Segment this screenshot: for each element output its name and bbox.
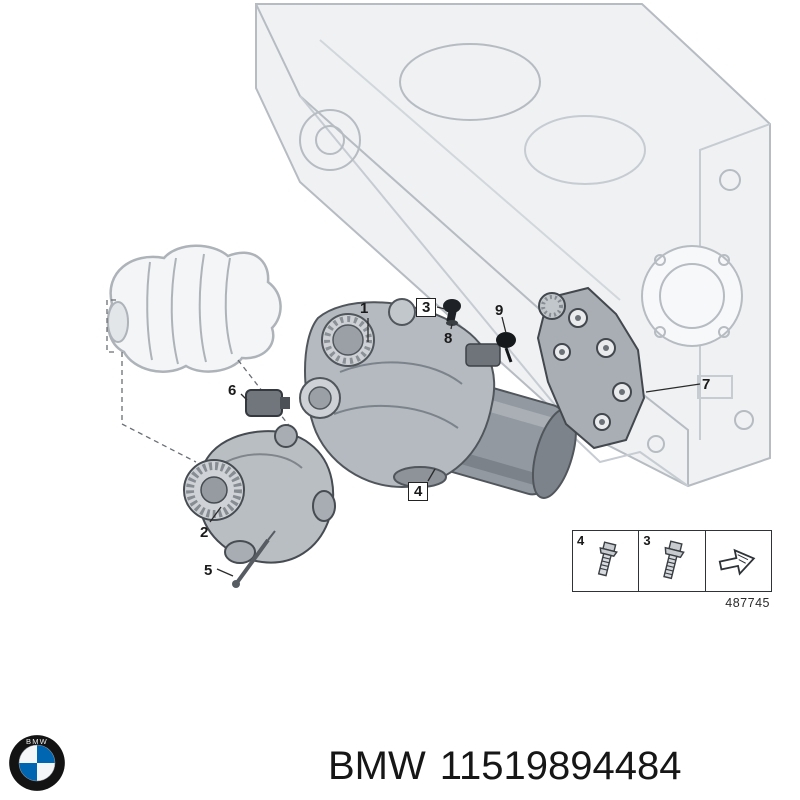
callout-5: 5 — [204, 562, 213, 579]
legend-cell-arrow — [706, 531, 771, 591]
legend-cell-bolt-3: 3 — [639, 531, 706, 591]
callout-4: 4 — [408, 482, 429, 501]
fasteners-art — [232, 299, 516, 588]
bmw-logo: BMW — [9, 735, 65, 791]
direction-arrow-icon — [718, 548, 756, 576]
callout-8: 8 — [444, 330, 453, 347]
legend-cell-bolt-4: 4 — [573, 531, 640, 591]
parts-illustration — [106, 3, 771, 588]
engine-block-art — [255, 3, 771, 488]
thermostat-art — [183, 424, 336, 564]
callout-2: 2 — [200, 524, 209, 541]
callout-9: 9 — [495, 302, 504, 319]
hex-bolt-icon — [663, 540, 685, 580]
fastener-legend: 4 3 — [572, 530, 772, 592]
brand-name: BMW — [328, 744, 426, 788]
footer: BMW BMW 11519894484 — [0, 728, 800, 800]
leader-lines — [209, 306, 701, 577]
drawing-number: 487745 — [725, 596, 770, 610]
hex-bolt-icon — [597, 541, 618, 577]
callout-7: 7 — [702, 376, 711, 393]
legend-item-label: 3 — [643, 533, 651, 548]
callout-3: 3 — [416, 298, 437, 317]
sensor-art — [245, 389, 290, 417]
part-title: BMW 11519894484 — [328, 744, 682, 789]
bracket-art — [536, 286, 646, 450]
water-pump-art — [299, 298, 577, 499]
bmw-logo-letters: BMW — [26, 737, 48, 746]
coolant-hose-art — [106, 244, 282, 373]
exploded-parts-diagram: 1 2 3 4 5 6 7 8 9 4 3 — [106, 3, 772, 610]
callout-1: 1 — [360, 300, 369, 317]
callout-6: 6 — [228, 382, 237, 399]
part-number: 11519894484 — [439, 744, 682, 788]
legend-item-label: 4 — [577, 533, 585, 548]
